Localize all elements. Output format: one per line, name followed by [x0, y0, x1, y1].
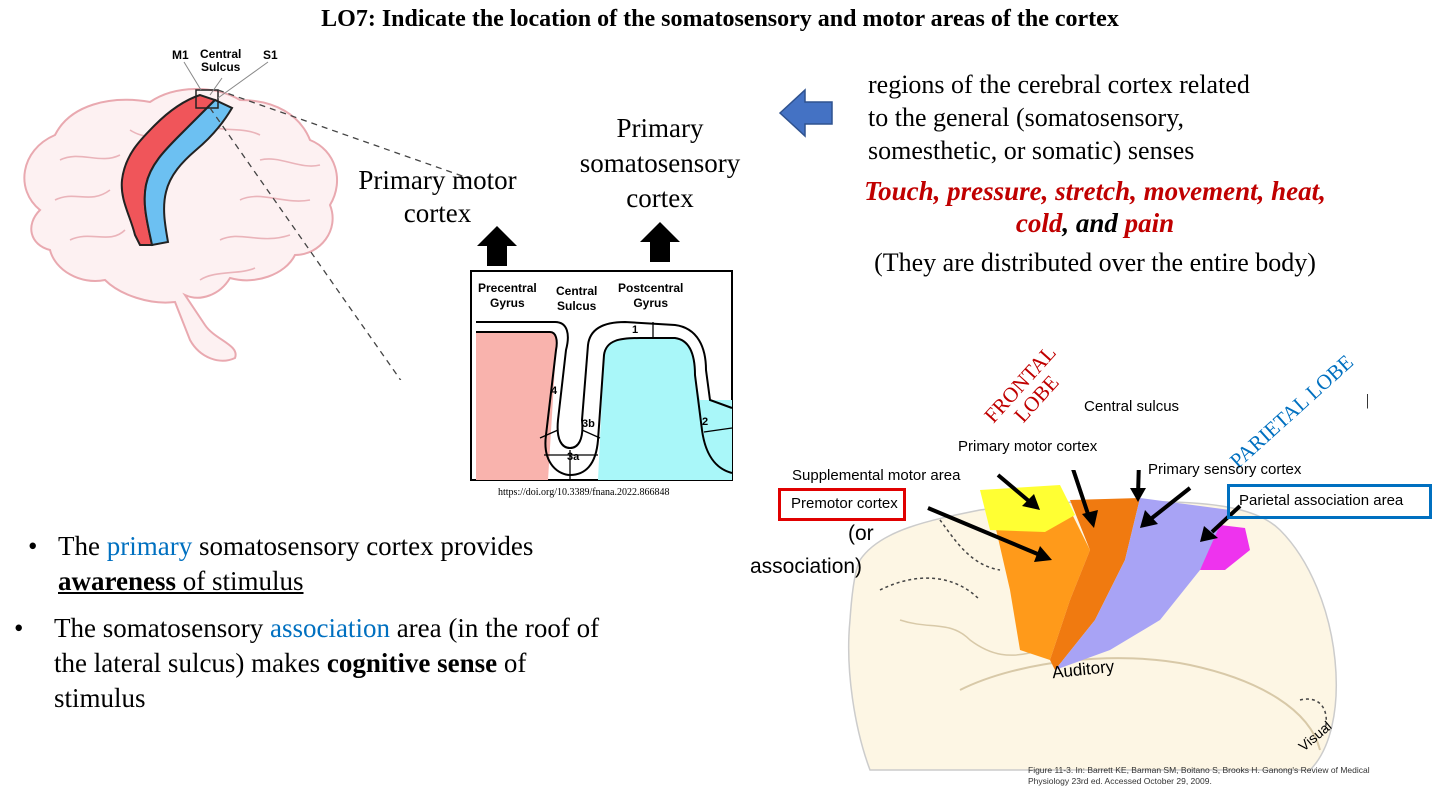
lobe-diagram	[847, 470, 1338, 771]
senses-list: Touch, pressure, stretch, movement, heat…	[864, 176, 1326, 238]
distributed-note: (They are distributed over the entire bo…	[874, 248, 1316, 277]
central-sulcus-label: Central sulcus	[1084, 398, 1180, 415]
up-arrow-icon	[477, 226, 517, 266]
text-cursor-mark: |	[1366, 392, 1370, 409]
area-2-label: 2	[702, 416, 709, 428]
frontal-lobe-label: FRONTAL LOBE	[979, 340, 1064, 428]
area-4-label: 4	[551, 385, 558, 397]
premotor-cortex-label: Premotor cortex	[778, 488, 906, 521]
gyrus-cross-section	[470, 270, 733, 481]
page-title: LO7: Indicate the location of the somato…	[321, 6, 1119, 32]
definition-text: regions of the cerebral cortex related t…	[868, 70, 1250, 165]
supplemental-motor-label: Supplemental motor area	[792, 467, 961, 484]
parietal-lobe-label: PARIETAL LOBE	[1225, 349, 1358, 473]
or-label: (or	[848, 522, 874, 545]
left-arrow-icon	[778, 88, 833, 138]
brain-central-sulcus-label: Central Sulcus	[200, 47, 242, 74]
bullet-primary: • The primary somatosensory cortex provi…	[28, 531, 534, 596]
primary-sensory-label: Primary sensory cortex	[1148, 461, 1302, 478]
doi-reference: https://doi.org/10.3389/fnana.2022.86684…	[498, 487, 670, 498]
brain-illustration	[23, 61, 470, 380]
area-3a-label: 3a	[567, 451, 580, 463]
association-label: association)	[750, 555, 863, 578]
up-arrow-icon	[640, 222, 680, 262]
area-3b-label: 3b	[582, 418, 595, 430]
parietal-association-label: Parietal association area	[1227, 484, 1432, 519]
figure-reference: Figure 11-3. In: Barrett KE, Barman SM, …	[1028, 765, 1370, 786]
m1-label: M1	[172, 48, 189, 62]
area-1-label: 1	[632, 324, 639, 336]
primary-motor-label: Primary motor cortex	[358, 165, 517, 228]
s1-label: S1	[263, 48, 278, 62]
primary-somatosensory-label: Primary somatosensory cortex	[579, 113, 741, 213]
bullet-association: • The somatosensory association area (in…	[14, 613, 600, 713]
primary-motor-cortex-label: Primary motor cortex	[958, 438, 1098, 455]
